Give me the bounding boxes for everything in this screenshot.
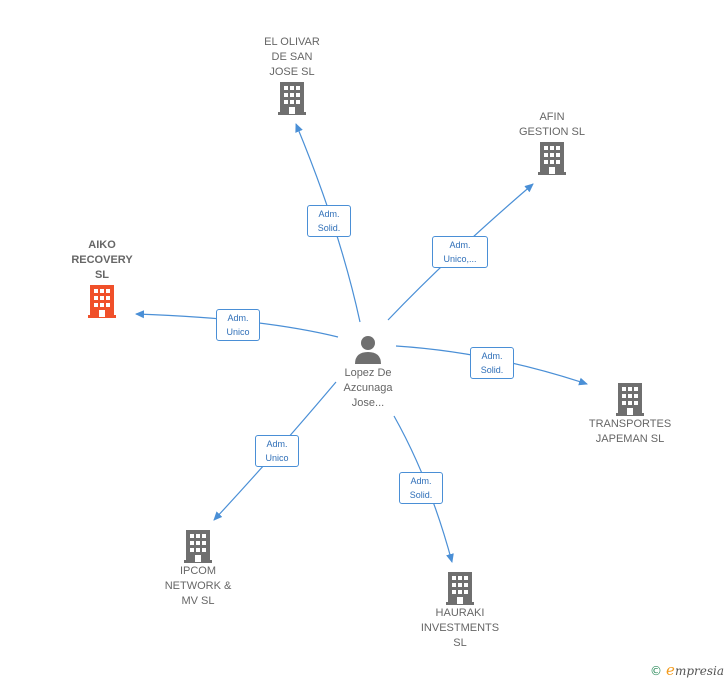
- company-node-afin[interactable]: AFIN GESTION SL: [506, 110, 598, 176]
- edge-label-el-olivar[interactable]: Adm. Solid.: [307, 205, 351, 237]
- company-node-aiko[interactable]: AIKO RECOVERY SL: [58, 238, 146, 319]
- company-name: IPCOM NETWORK & MV SL: [164, 565, 232, 607]
- company-node-transportes[interactable]: TRANSPORTES JAPEMAN SL: [580, 381, 680, 447]
- building-icon: [184, 530, 212, 563]
- company-name: HAURAKI INVESTMENTS SL: [420, 607, 500, 649]
- person-node[interactable]: Lopez De Azcunaga Jose...: [322, 334, 414, 411]
- company-node-hauraki[interactable]: HAURAKI INVESTMENTS SL: [410, 570, 510, 651]
- company-name: AIKO RECOVERY SL: [71, 239, 133, 281]
- edge-label-aiko[interactable]: Adm. Unico: [216, 309, 260, 341]
- brand-logo-text: mpresia: [674, 664, 724, 678]
- company-node-ipcom[interactable]: IPCOM NETWORK & MV SL: [152, 528, 244, 609]
- building-icon: [278, 82, 306, 115]
- building-icon: [88, 285, 116, 318]
- person-icon: [355, 336, 381, 364]
- building-icon: [538, 142, 566, 175]
- company-name: AFIN GESTION SL: [518, 111, 586, 138]
- company-name: TRANSPORTES JAPEMAN SL: [588, 418, 672, 445]
- copyright-icon: ©: [650, 664, 663, 678]
- brand-footer[interactable]: ©empresia: [650, 661, 724, 679]
- company-node-el-olivar[interactable]: EL OLIVAR DE SAN JOSE SL: [248, 35, 336, 116]
- person-name: Lopez De Azcunaga Jose...: [343, 367, 393, 409]
- edge-label-afin[interactable]: Adm. Unico,...: [432, 236, 488, 268]
- edge-label-ipcom[interactable]: Adm. Unico: [255, 435, 299, 467]
- edge-label-transportes[interactable]: Adm. Solid.: [470, 347, 514, 379]
- company-name: EL OLIVAR DE SAN JOSE SL: [264, 36, 320, 78]
- brand-logo-initial: e: [666, 661, 675, 679]
- building-icon: [616, 383, 644, 416]
- building-icon: [446, 572, 474, 605]
- edge-label-hauraki[interactable]: Adm. Solid.: [399, 472, 443, 504]
